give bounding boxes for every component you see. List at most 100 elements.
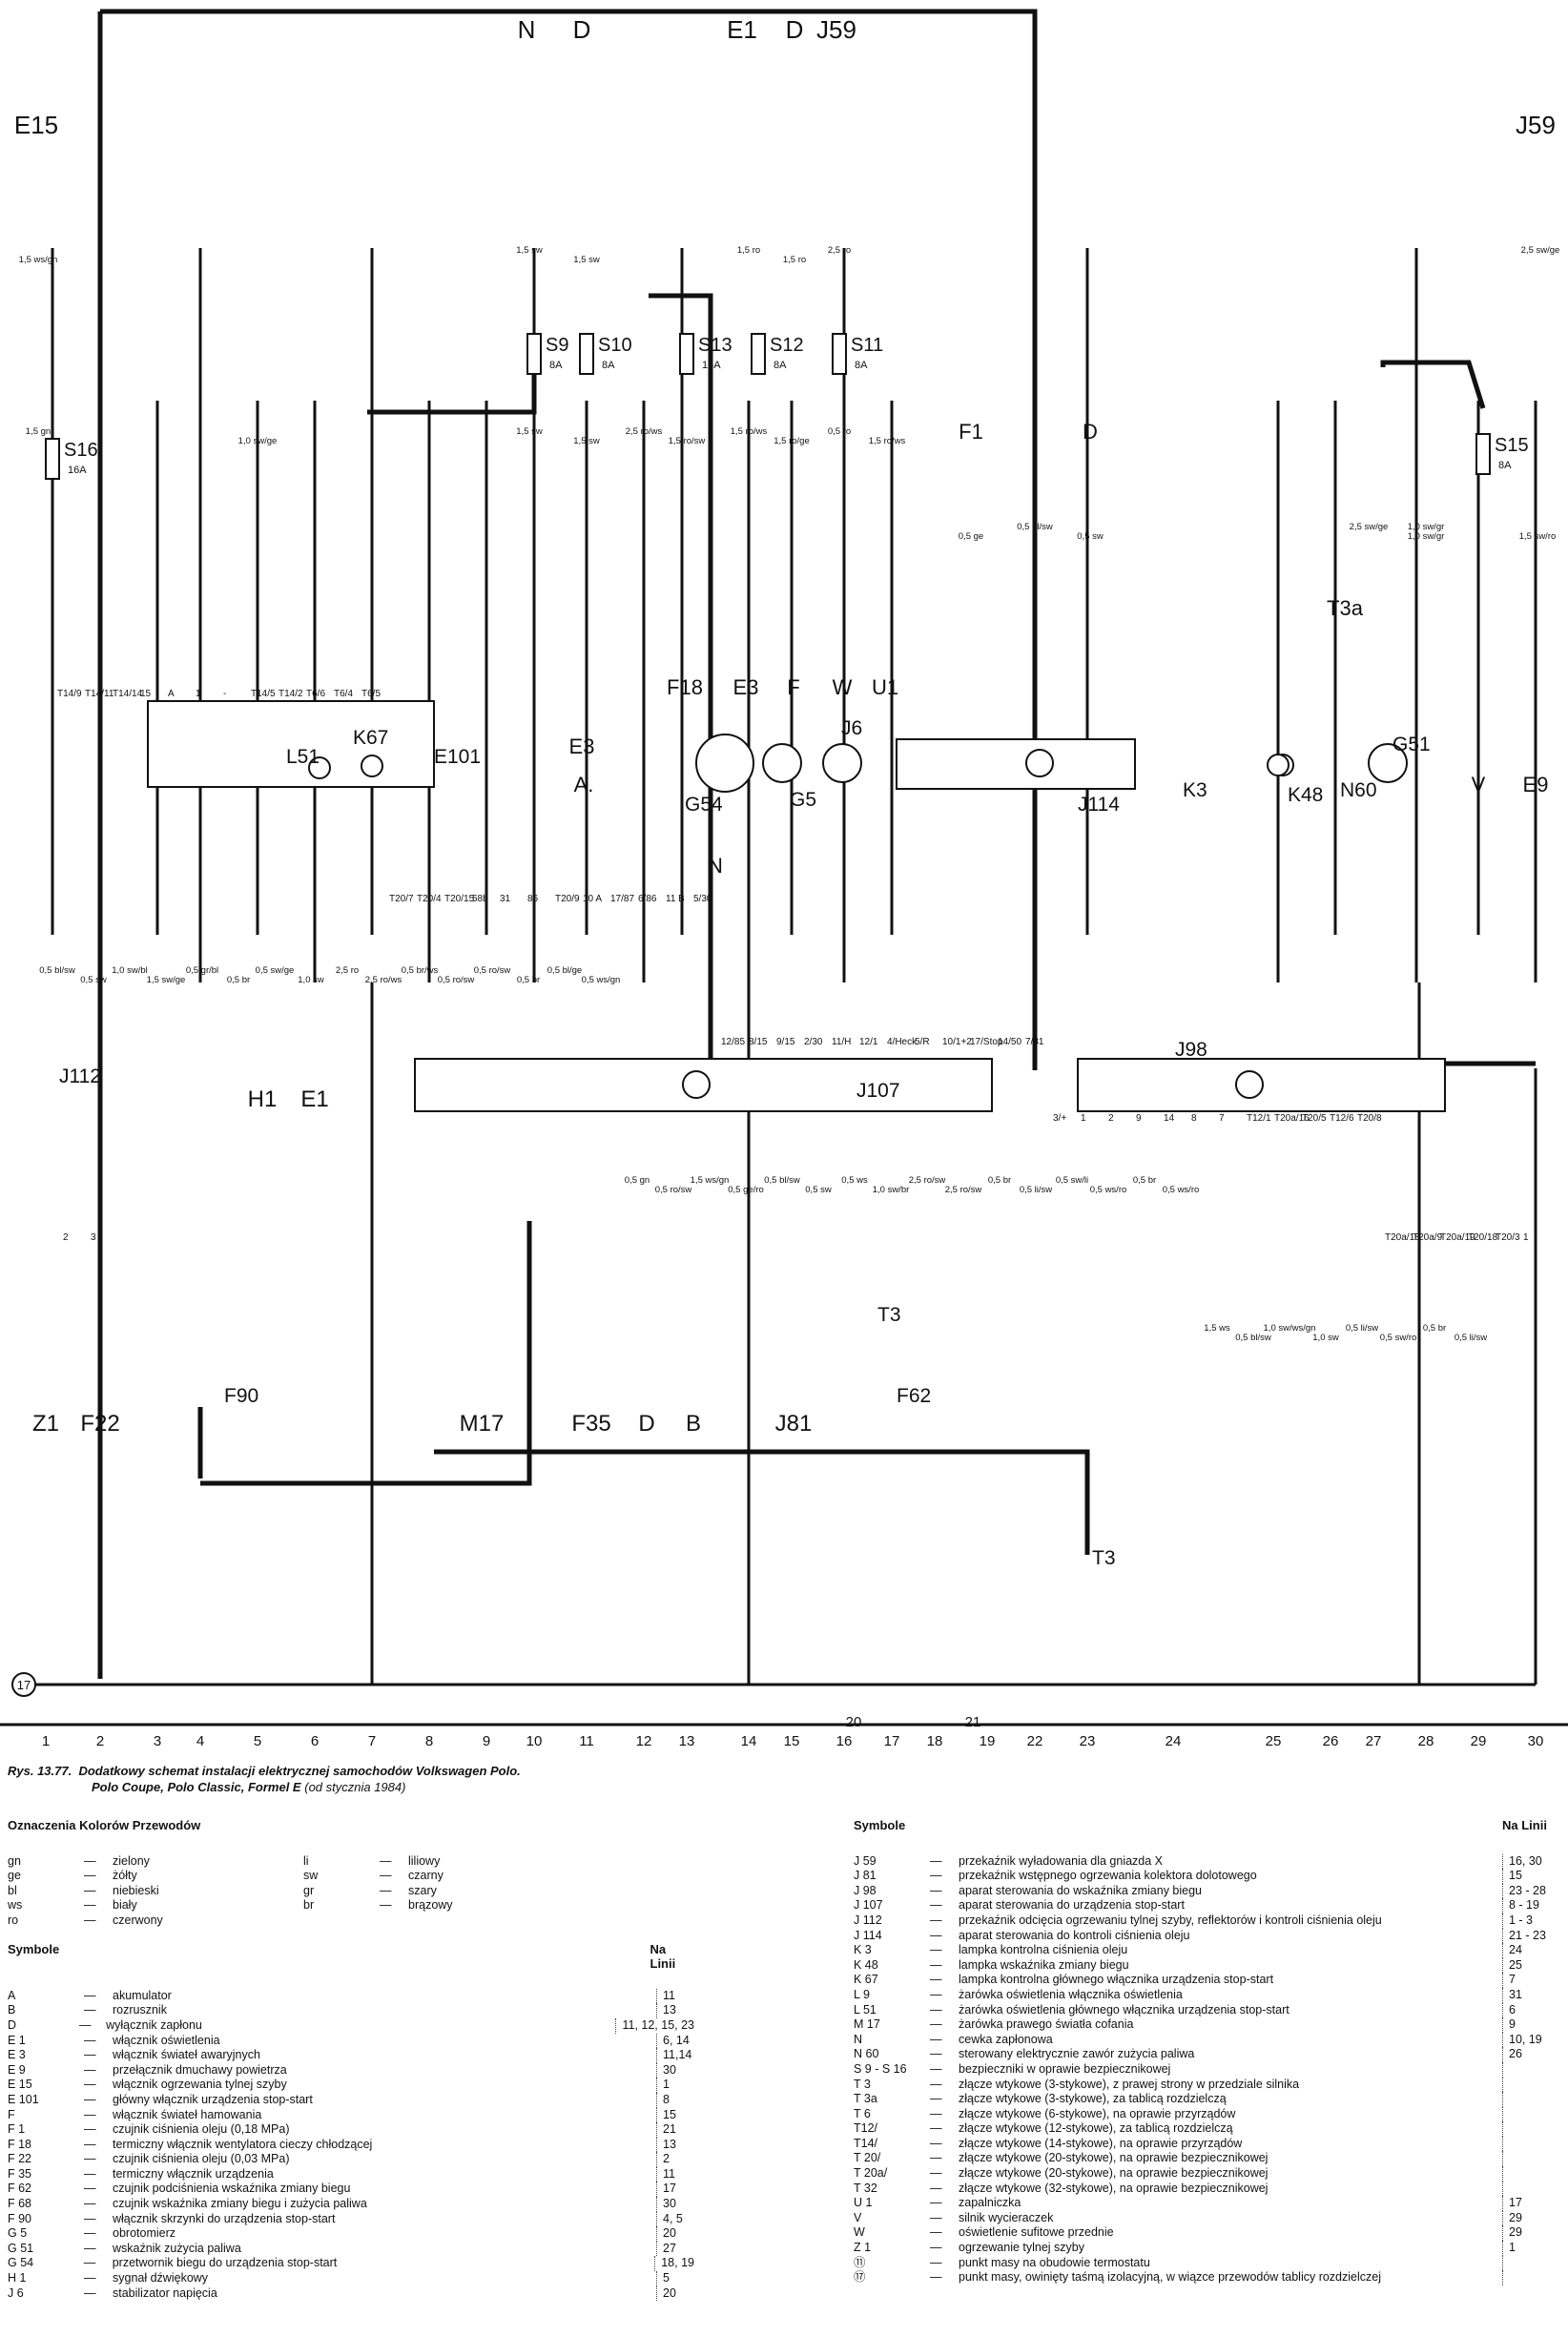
connector-term: - <box>223 689 226 699</box>
l51-lamp-icon <box>308 756 331 779</box>
symbol-lines: 11,14 <box>656 2048 691 2063</box>
symbol-desc: sterowany elektrycznie zawór zużycia pal… <box>959 2047 1195 2061</box>
symbol-desc: aparat sterowania do kontroli ciśnienia … <box>959 1928 1190 1942</box>
symbols-right-title: Symbole <box>854 1818 906 1832</box>
color-cell: gn <box>8 1853 21 1868</box>
color-cell: brązowy <box>408 1898 453 1913</box>
symbol-desc: złącze wtykowe (20-stykowe), na oprawie … <box>959 2151 1269 2165</box>
connector-term: 7/31 <box>1025 1037 1044 1047</box>
fuse-link-wire-2 <box>649 293 713 1073</box>
connector-term: 2 <box>63 1232 69 1243</box>
bottom-label: J81 <box>775 1411 813 1437</box>
symbol-dash: — <box>930 2270 942 2285</box>
wire-spec: 0,5 sw/li <box>1056 1175 1088 1186</box>
stop-start-switch-box <box>147 700 435 788</box>
j6-regulator-icon <box>822 743 862 783</box>
wire-spec: 2,5 sw/ge <box>1521 245 1560 256</box>
symbol-code: E 3 <box>8 2048 26 2062</box>
wire-spec: 0,5 ro/sw <box>438 975 475 985</box>
wire-spec: 1,5 ws/gn <box>19 255 58 265</box>
symbol-lines: 20 <box>656 2285 676 2302</box>
symbol-lines <box>1502 2061 1509 2078</box>
connector-term: T6/5 <box>361 689 381 699</box>
component-e101: E101 <box>434 746 481 768</box>
symbol-lines: 6, 14 <box>656 2033 690 2049</box>
fuse-label: S12 <box>770 335 804 356</box>
symbol-dash: — <box>84 2033 96 2047</box>
connector-term: T20a/16 <box>1274 1113 1310 1124</box>
color-cell: czerwony <box>113 1913 163 1927</box>
wire-spec: 0,5 ge/ro <box>728 1185 764 1195</box>
symbol-dash: — <box>84 2107 96 2121</box>
color-cell: — <box>380 1853 392 1868</box>
wire-spec: 1,5 ro <box>737 245 760 256</box>
symbol-code: T 6 <box>854 2106 871 2120</box>
component-k3: K3 <box>1183 779 1207 801</box>
symbol-dash: — <box>84 2271 96 2285</box>
symbol-code: F 90 <box>8 2211 32 2225</box>
fuse-label: S11 <box>851 335 883 356</box>
connector-term: T14/14 <box>113 689 143 699</box>
bottom-label: E1 <box>300 1086 328 1112</box>
symbol-code: F 35 <box>8 2166 32 2181</box>
connector-term: T20/7 <box>389 894 414 904</box>
connector-term: 31 <box>500 894 511 904</box>
wire-spec: 2,5 ro/ws <box>365 975 402 985</box>
connector-term: 58b <box>472 894 488 904</box>
symbol-code: N <box>854 2032 863 2046</box>
symbol-code: F 1 <box>8 2122 26 2137</box>
symbol-desc: przekaźnik wyładowania dla gniazda X <box>959 1853 1164 1868</box>
symbol-desc: cewka zapłonowa <box>959 2032 1053 2046</box>
symbol-lines: 24 <box>1502 1943 1522 1958</box>
symbol-lines: 5 <box>656 2271 670 2286</box>
symbol-lines: 4, 5 <box>656 2211 683 2227</box>
color-cell <box>303 1913 380 1929</box>
symbol-code: T 3 <box>854 2077 871 2091</box>
line-number: 4 <box>196 1733 204 1749</box>
symbol-lines: 17 <box>656 2182 676 2198</box>
symbol-desc: silnik wycieraczek <box>959 2210 1054 2224</box>
fuse-s11 <box>832 333 847 375</box>
top-label-d: D <box>573 15 591 44</box>
component-j107: J107 <box>856 1080 900 1102</box>
symbol-lines: 21 <box>656 2122 676 2138</box>
line-number: 1 <box>42 1733 50 1749</box>
color-cell <box>380 1913 408 1929</box>
connector-term: T20/18 <box>1468 1232 1498 1243</box>
wire-spec: 0,5 ro/sw <box>655 1185 692 1195</box>
symbol-lines <box>1502 2270 1509 2285</box>
symbol-code: T14/ <box>854 2136 878 2150</box>
fuse-label: S13 <box>698 335 732 356</box>
symbol-lines: 30 <box>656 2062 676 2078</box>
caption-line2-rest: (od stycznia 1984) <box>304 1780 406 1794</box>
symbol-dash: — <box>930 2225 942 2240</box>
line-number: 30 <box>1528 1733 1544 1749</box>
line-number: 26 <box>1323 1733 1339 1749</box>
symbol-code: J 107 <box>854 1898 883 1913</box>
connector-term: 86 <box>527 894 539 904</box>
mid-label: E9 <box>1523 773 1549 796</box>
bottom-label: M17 <box>460 1411 505 1437</box>
symbol-code: T 20/ <box>854 2151 881 2165</box>
symbol-code: K 67 <box>854 1973 878 1987</box>
mid-label: U1 <box>872 675 898 699</box>
color-cell: niebieski <box>113 1883 159 1897</box>
symbol-row: L 9—żarówka oświetlenia włącznika oświet… <box>854 1987 1564 2003</box>
mid-label: A. <box>574 773 594 796</box>
symbol-code: F 22 <box>8 2152 32 2166</box>
symbol-lines: 8 <box>656 2092 670 2108</box>
connector-term: 12/1 <box>859 1037 878 1047</box>
symbol-dash: — <box>930 2196 942 2210</box>
color-cell: ge <box>8 1869 21 1883</box>
wire-spec: 1,5 sw <box>573 436 600 446</box>
symbol-desc: czujnik ciśnienia oleju (0,18 MPa) <box>113 2122 290 2137</box>
component-g51: G51 <box>1393 734 1431 755</box>
bottom-label: H1 <box>248 1086 278 1112</box>
connector-term: T20/4 <box>417 894 442 904</box>
ground-label: 17 <box>17 1678 31 1692</box>
connector-term: T6/6 <box>306 689 325 699</box>
symbol-code: G 54 <box>8 2256 34 2270</box>
